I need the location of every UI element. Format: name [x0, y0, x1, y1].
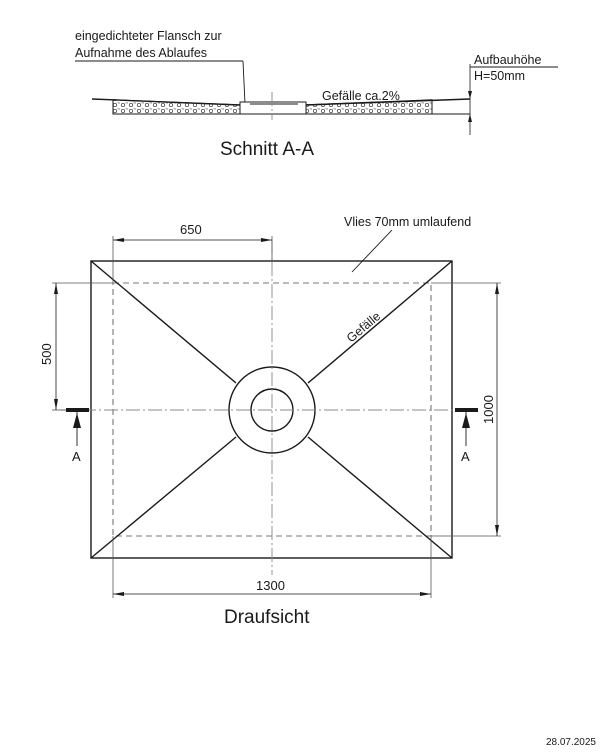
- section-marker-right-bar: [455, 408, 478, 412]
- fleece-label: Vlies 70mm umlaufend: [344, 215, 471, 229]
- section-marker-right: A: [455, 408, 478, 464]
- tray-outline: [90, 260, 453, 559]
- floor-line-right: [305, 98, 471, 106]
- section-slope-label: Gefälle ca.2%: [322, 89, 400, 103]
- flange-callout-line1: eingedichteter Flansch zur: [75, 29, 222, 43]
- plan-view: Vlies 70mm umlaufend Gefälle 650 500 100…: [39, 215, 501, 628]
- dim-left-arrow-top: [54, 283, 58, 294]
- dim-right-label: 1000: [481, 395, 496, 424]
- dim-right-arrow-top: [495, 283, 499, 294]
- dim-bottom-label: 1300: [256, 578, 285, 593]
- dim-left-label: 500: [39, 343, 54, 365]
- screed-left: [112, 99, 241, 115]
- height-label-line2: H=50mm: [474, 69, 525, 83]
- dim-bottom-arrow-right: [420, 592, 431, 596]
- slope-line-bl: [90, 436, 237, 559]
- section-marker-left-bar: [66, 408, 89, 412]
- plan-slope-label: Gefälle: [344, 309, 383, 345]
- section-marker-right-arrow-icon: [462, 413, 470, 428]
- slope-line-tl: [90, 260, 237, 384]
- dim-top-arrow-right: [261, 238, 272, 242]
- section-marker-left: A: [66, 408, 89, 464]
- section-marker-left-arrow-icon: [73, 413, 81, 428]
- height-label-line1: Aufbauhöhe: [474, 53, 541, 67]
- fleece-leader: [351, 229, 393, 273]
- section-title: Schnitt A-A: [220, 139, 314, 160]
- date-stamp: 28.07.2025: [545, 737, 596, 748]
- dim-right-arrow-bottom: [495, 525, 499, 536]
- dim-left-arrow-bottom: [54, 399, 58, 410]
- slope-line-tr: [307, 260, 453, 384]
- dim-top-label: 650: [180, 222, 202, 237]
- slope-line-br: [307, 436, 453, 559]
- fleece-border: [112, 282, 432, 537]
- plan-title: Draufsicht: [224, 607, 310, 628]
- section-view: eingedichteter Flansch zur Aufnahme des …: [75, 29, 558, 160]
- height-arrow-top: [468, 91, 472, 99]
- height-arrow-bottom: [468, 114, 472, 122]
- dim-top-arrow-left: [113, 238, 124, 242]
- flange-callout-leader: [242, 60, 246, 105]
- flange-callout-line2: Aufnahme des Ablaufes: [75, 46, 207, 60]
- section-marker-left-label: A: [72, 449, 81, 464]
- section-marker-right-label: A: [461, 449, 470, 464]
- dim-bottom-arrow-left: [113, 592, 124, 596]
